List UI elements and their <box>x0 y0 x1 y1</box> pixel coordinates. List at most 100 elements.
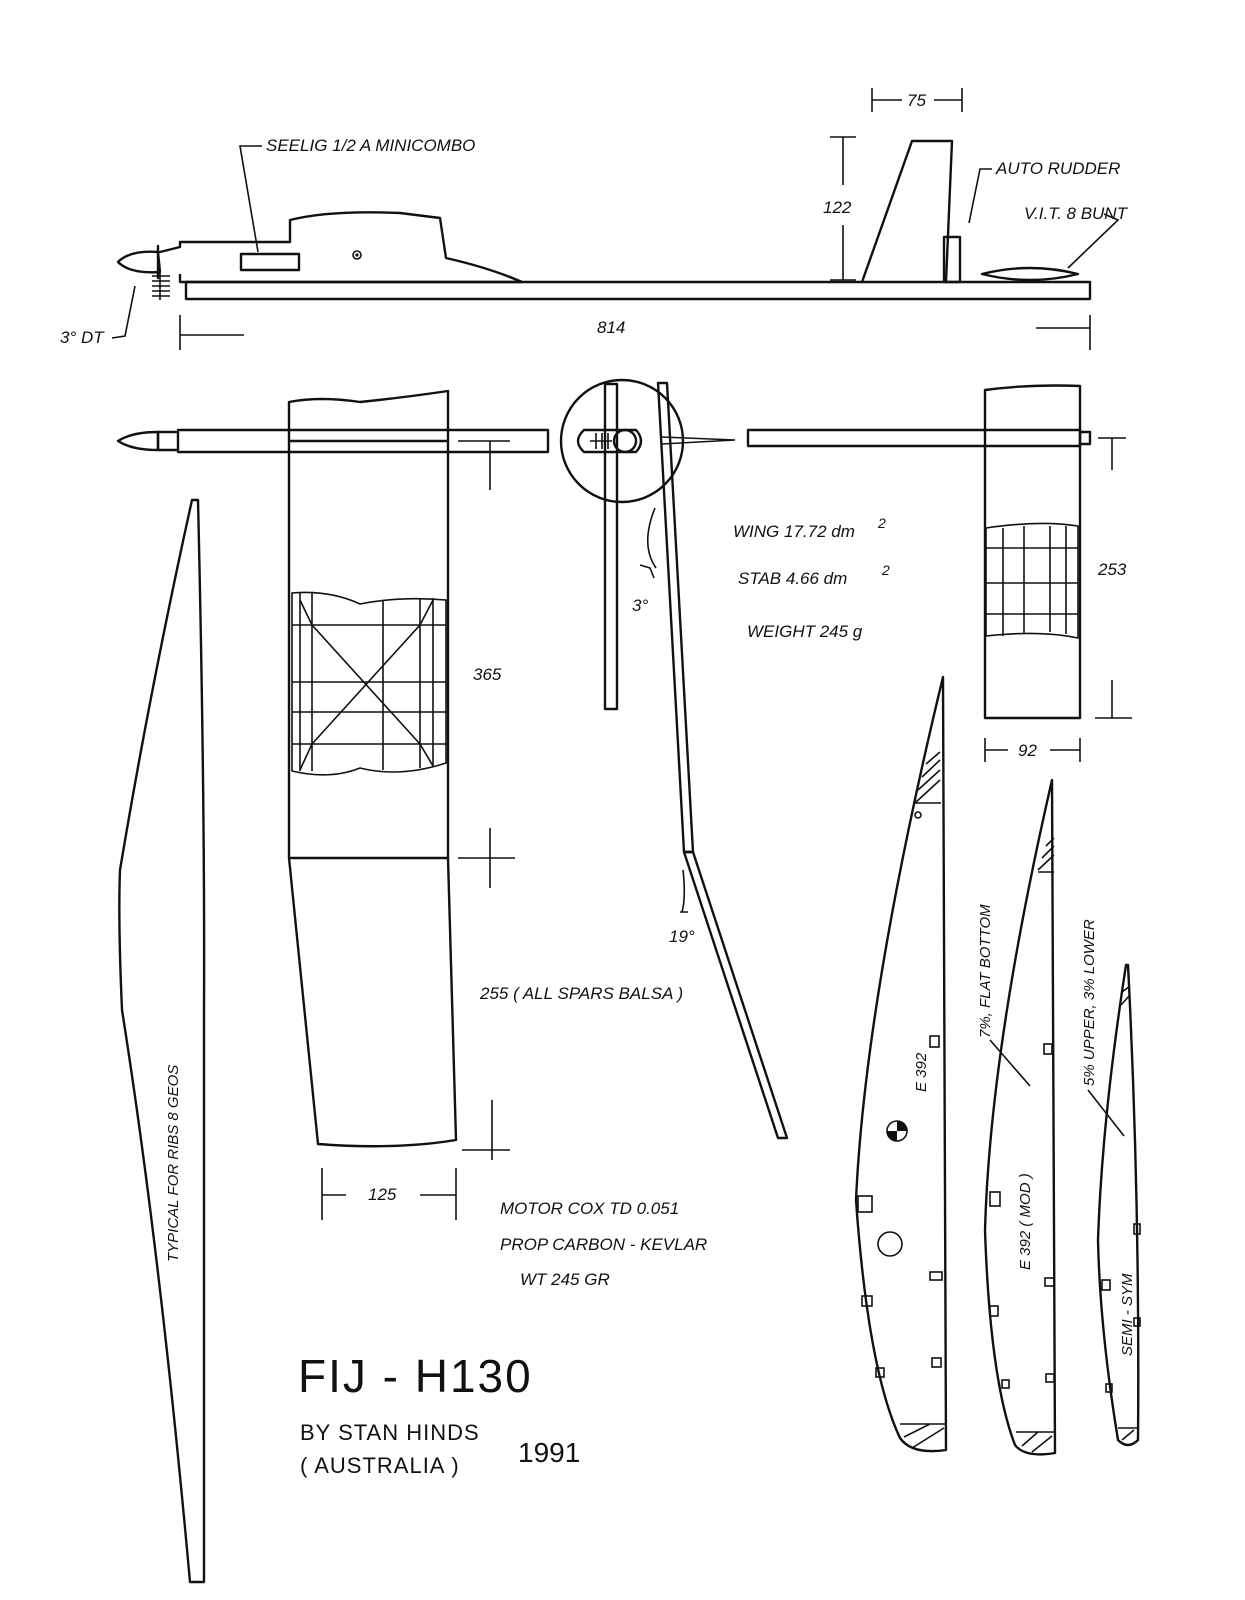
label-center-panel: 365 <box>473 665 502 684</box>
label-airfoil-3: SEMI - SYM <box>1119 1273 1136 1356</box>
label-wing-chord: 125 <box>368 1185 397 1204</box>
airfoil-e392-spars <box>857 1035 943 1378</box>
side-cg-dot <box>355 253 359 257</box>
vit-leader <box>1067 213 1120 269</box>
title: FIJ - H130 <box>298 1350 533 1402</box>
top-spinner <box>116 430 160 452</box>
label-dihedral-center: 3° <box>632 596 648 615</box>
airfoil-e392-hole <box>877 1231 903 1257</box>
label-wt: WT 245 GR <box>520 1270 610 1289</box>
front-fin <box>603 382 619 711</box>
airfoil-e392-mod: E 392 ( MOD ) 7%, FLAT BOTTOM <box>977 778 1057 1456</box>
country: ( AUSTRALIA ) <box>300 1453 460 1478</box>
airfoil-semi-sym: SEMI - SYM 5% UPPER, 3% LOWER <box>1081 919 1141 1447</box>
specs-block: WING 17.72 dm 2 STAB 4.66 dm 2 WEIGHT 24… <box>500 515 890 1289</box>
front-wing-tip <box>682 850 789 1140</box>
label-airfoil-1-note: 7%, FLAT BOTTOM <box>977 904 994 1038</box>
side-motor-fins <box>152 272 170 300</box>
title-block: FIJ - H130 BY STAN HINDS ( AUSTRALIA ) 1… <box>298 1350 580 1478</box>
author: BY STAN HINDS <box>300 1420 480 1445</box>
airfoil-e392-mod-leader <box>989 1039 1031 1087</box>
side-fin <box>860 139 954 284</box>
dim-center-panel <box>458 440 515 888</box>
airfoil-semi-sym-leader <box>1087 1089 1125 1137</box>
dim-fin-width <box>871 88 963 112</box>
top-rear-tip <box>661 436 736 445</box>
label-airfoil-2: E 392 ( MOD ) <box>1017 1173 1034 1270</box>
side-auto-rudder <box>942 235 962 284</box>
airfoil-e392-hole-small <box>914 811 922 819</box>
airfoil-e392: E 392 <box>854 675 948 1453</box>
dihedral-19-arc <box>680 869 688 913</box>
airfoil-e392-mod-outline <box>983 778 1057 1456</box>
label-auto-rudder: AUTO RUDDER <box>995 159 1120 178</box>
label-fin-width: 75 <box>907 91 926 110</box>
top-motor <box>156 430 180 452</box>
auto-rudder-leader <box>968 168 992 224</box>
stab-top-view: 253 92 <box>983 384 1132 762</box>
side-servo-box <box>239 252 301 272</box>
label-fuselage-length: 814 <box>597 318 625 337</box>
wing-ribs-grid <box>292 593 446 771</box>
label-dt-angle: 3° DT <box>60 328 105 347</box>
dim-fuselage-length <box>179 315 1091 350</box>
front-pylon-hatch <box>590 433 612 449</box>
top-boom-tail <box>1078 430 1092 446</box>
side-pod <box>158 211 524 284</box>
label-airfoil-2-note: 5% UPPER, 3% LOWER <box>1081 919 1098 1086</box>
airfoil-e392-mod-hatch-le <box>1037 837 1055 873</box>
front-pylon <box>576 428 643 454</box>
dt-leader <box>111 285 136 339</box>
side-view: SEELIG 1/2 A MINICOMBO AUTO RUDDER V.I.T… <box>60 88 1129 350</box>
airfoil-e392-mod-spars <box>989 1043 1055 1389</box>
stab-ribs-grid <box>986 526 1078 636</box>
side-spinner <box>116 250 162 274</box>
label-airfoil-1: E 392 <box>913 1052 930 1092</box>
typical-rib-outline <box>118 498 206 1584</box>
airfoil-semi-sym-outline <box>1096 963 1140 1447</box>
label-wing-area: WING 17.72 dm <box>733 522 855 541</box>
dihedral-3-arc <box>639 507 657 579</box>
dim-tip-panel <box>462 1100 510 1160</box>
front-view-dihedral: 3° 19° <box>559 378 789 1140</box>
label-typical-ribs: TYPICAL FOR RIBS 8 GEOS <box>165 1065 182 1262</box>
typical-rib: TYPICAL FOR RIBS 8 GEOS <box>118 498 206 1584</box>
side-boom <box>184 280 1092 301</box>
front-boom-circle <box>612 428 638 454</box>
label-wing-area-exp: 2 <box>877 515 886 531</box>
top-boom-rear <box>746 428 1082 448</box>
airfoil-e392-mod-hatch-te <box>1016 1431 1054 1453</box>
label-stab-chord: 92 <box>1018 741 1037 760</box>
airfoil-semi-sym-hatch-te <box>1118 1427 1138 1441</box>
airfoil-semi-sym-spars <box>1101 1223 1141 1393</box>
label-stab-area: STAB 4.66 dm <box>738 569 847 588</box>
front-wing-center <box>656 381 695 854</box>
label-vit-bunt: V.I.T. 8 BUNT <box>1024 204 1129 223</box>
side-cg-mark <box>352 250 362 260</box>
label-servo: SEELIG 1/2 A MINICOMBO <box>266 136 475 155</box>
dim-wing-chord <box>321 1168 457 1220</box>
front-view-circle <box>559 378 685 504</box>
label-dihedral-tip: 19° <box>669 927 695 946</box>
airfoil-e392-cg-fill <box>887 1121 907 1141</box>
airfoil-e392-outline <box>854 675 948 1453</box>
side-stab-section <box>980 266 1080 282</box>
dim-stab-span <box>1095 437 1132 719</box>
airfoil-e392-hatch-le <box>914 751 941 804</box>
year: 1991 <box>518 1437 580 1468</box>
stab-cutaway <box>985 522 1079 639</box>
label-motor: MOTOR COX TD 0.051 <box>500 1199 679 1218</box>
label-weight: WEIGHT 245 g <box>747 622 863 641</box>
wing-outline <box>287 389 458 1148</box>
dim-stab-chord <box>984 738 1081 762</box>
label-prop: PROP CARBON - KEVLAR <box>500 1235 707 1254</box>
top-boom-front <box>176 428 550 454</box>
label-stab-area-exp: 2 <box>881 562 890 578</box>
wing-top-view: 365 255 ( ALL SPARS BALSA ) 125 <box>287 389 683 1220</box>
dim-fin-height <box>830 136 856 281</box>
airfoil-e392-hatch-te <box>900 1423 946 1449</box>
airfoil-semi-sym-hatch-le <box>1120 985 1131 1006</box>
servo-leader <box>239 145 262 253</box>
